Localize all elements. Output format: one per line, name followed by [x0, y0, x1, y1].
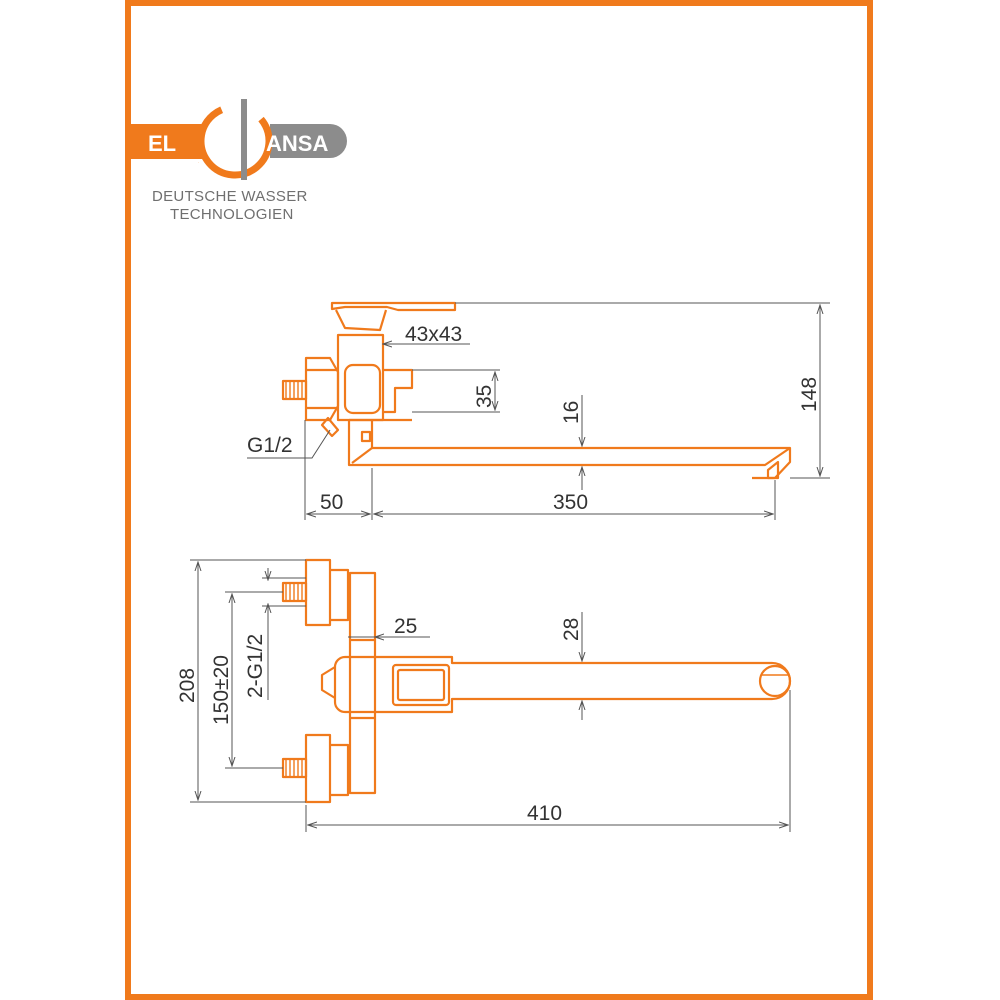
brand-logo: EL G ANSA DEUTSCHE WASSER TECHNOLOGIEN: [131, 99, 347, 223]
logo-orange-band: [131, 124, 203, 159]
top-spout: [333, 655, 792, 714]
side-thread-lines: [285, 381, 303, 399]
logo-g: G: [198, 162, 199, 164]
side-nut: [304, 356, 340, 422]
top-lower-thread-lines: [285, 759, 303, 777]
top-upper-thread-lines: [285, 583, 303, 601]
side-aerator: [766, 460, 780, 480]
logo-grey-band: [270, 124, 347, 158]
side-diverter-knob: [383, 368, 414, 414]
side-lever-neck: [335, 309, 388, 332]
logo-el: EL: [148, 131, 176, 156]
top-lever-tip: [320, 666, 336, 699]
dim-overall-width: 208: [176, 668, 199, 703]
dim-cartridge: 43x43: [405, 323, 462, 346]
top-upper-nut: [304, 558, 332, 627]
dim-spout-length: 350: [553, 491, 588, 514]
side-body-diag: [351, 447, 373, 464]
dim-inlet-threads: 2-G1/2: [244, 634, 267, 698]
dim-g12-leader: [247, 429, 331, 459]
logo-tagline-2: TECHNOLOGIEN: [170, 206, 294, 223]
side-dimension-lines: [247, 302, 830, 520]
side-view: [281, 301, 792, 480]
dim-wall-offset: 50: [320, 491, 343, 514]
side-diverter-window: [343, 363, 382, 415]
logo-ansa: ANSA: [266, 131, 328, 156]
dim-inlet-spacing: 150±20: [210, 655, 233, 725]
dim-inlet-thread: G1/2: [247, 434, 293, 457]
top-lower-eccentric: [330, 743, 350, 797]
dim-total-height: 148: [798, 377, 821, 412]
side-small-port: [360, 430, 372, 443]
dim-total-length: 410: [527, 802, 562, 825]
top-body-bar: [348, 571, 377, 795]
dim-spout-thickness: 16: [560, 401, 583, 424]
top-handle-window-inner: [396, 668, 446, 702]
top-aerator: [758, 664, 792, 698]
top-view: [281, 558, 792, 804]
dim-body-height: 35: [473, 385, 496, 408]
dim-spout-width: 28: [560, 618, 583, 641]
logo-tagline-1: DEUTSCHE WASSER: [152, 188, 308, 205]
side-stub: [320, 416, 340, 438]
top-upper-eccentric: [330, 568, 350, 622]
sheet-border: [125, 0, 873, 1000]
top-lower-nut: [304, 733, 332, 804]
side-lever: [330, 301, 457, 312]
dim-body-depth: 25: [394, 615, 417, 638]
top-dimension-lines: [190, 559, 791, 832]
top-handle-window: [391, 663, 451, 707]
